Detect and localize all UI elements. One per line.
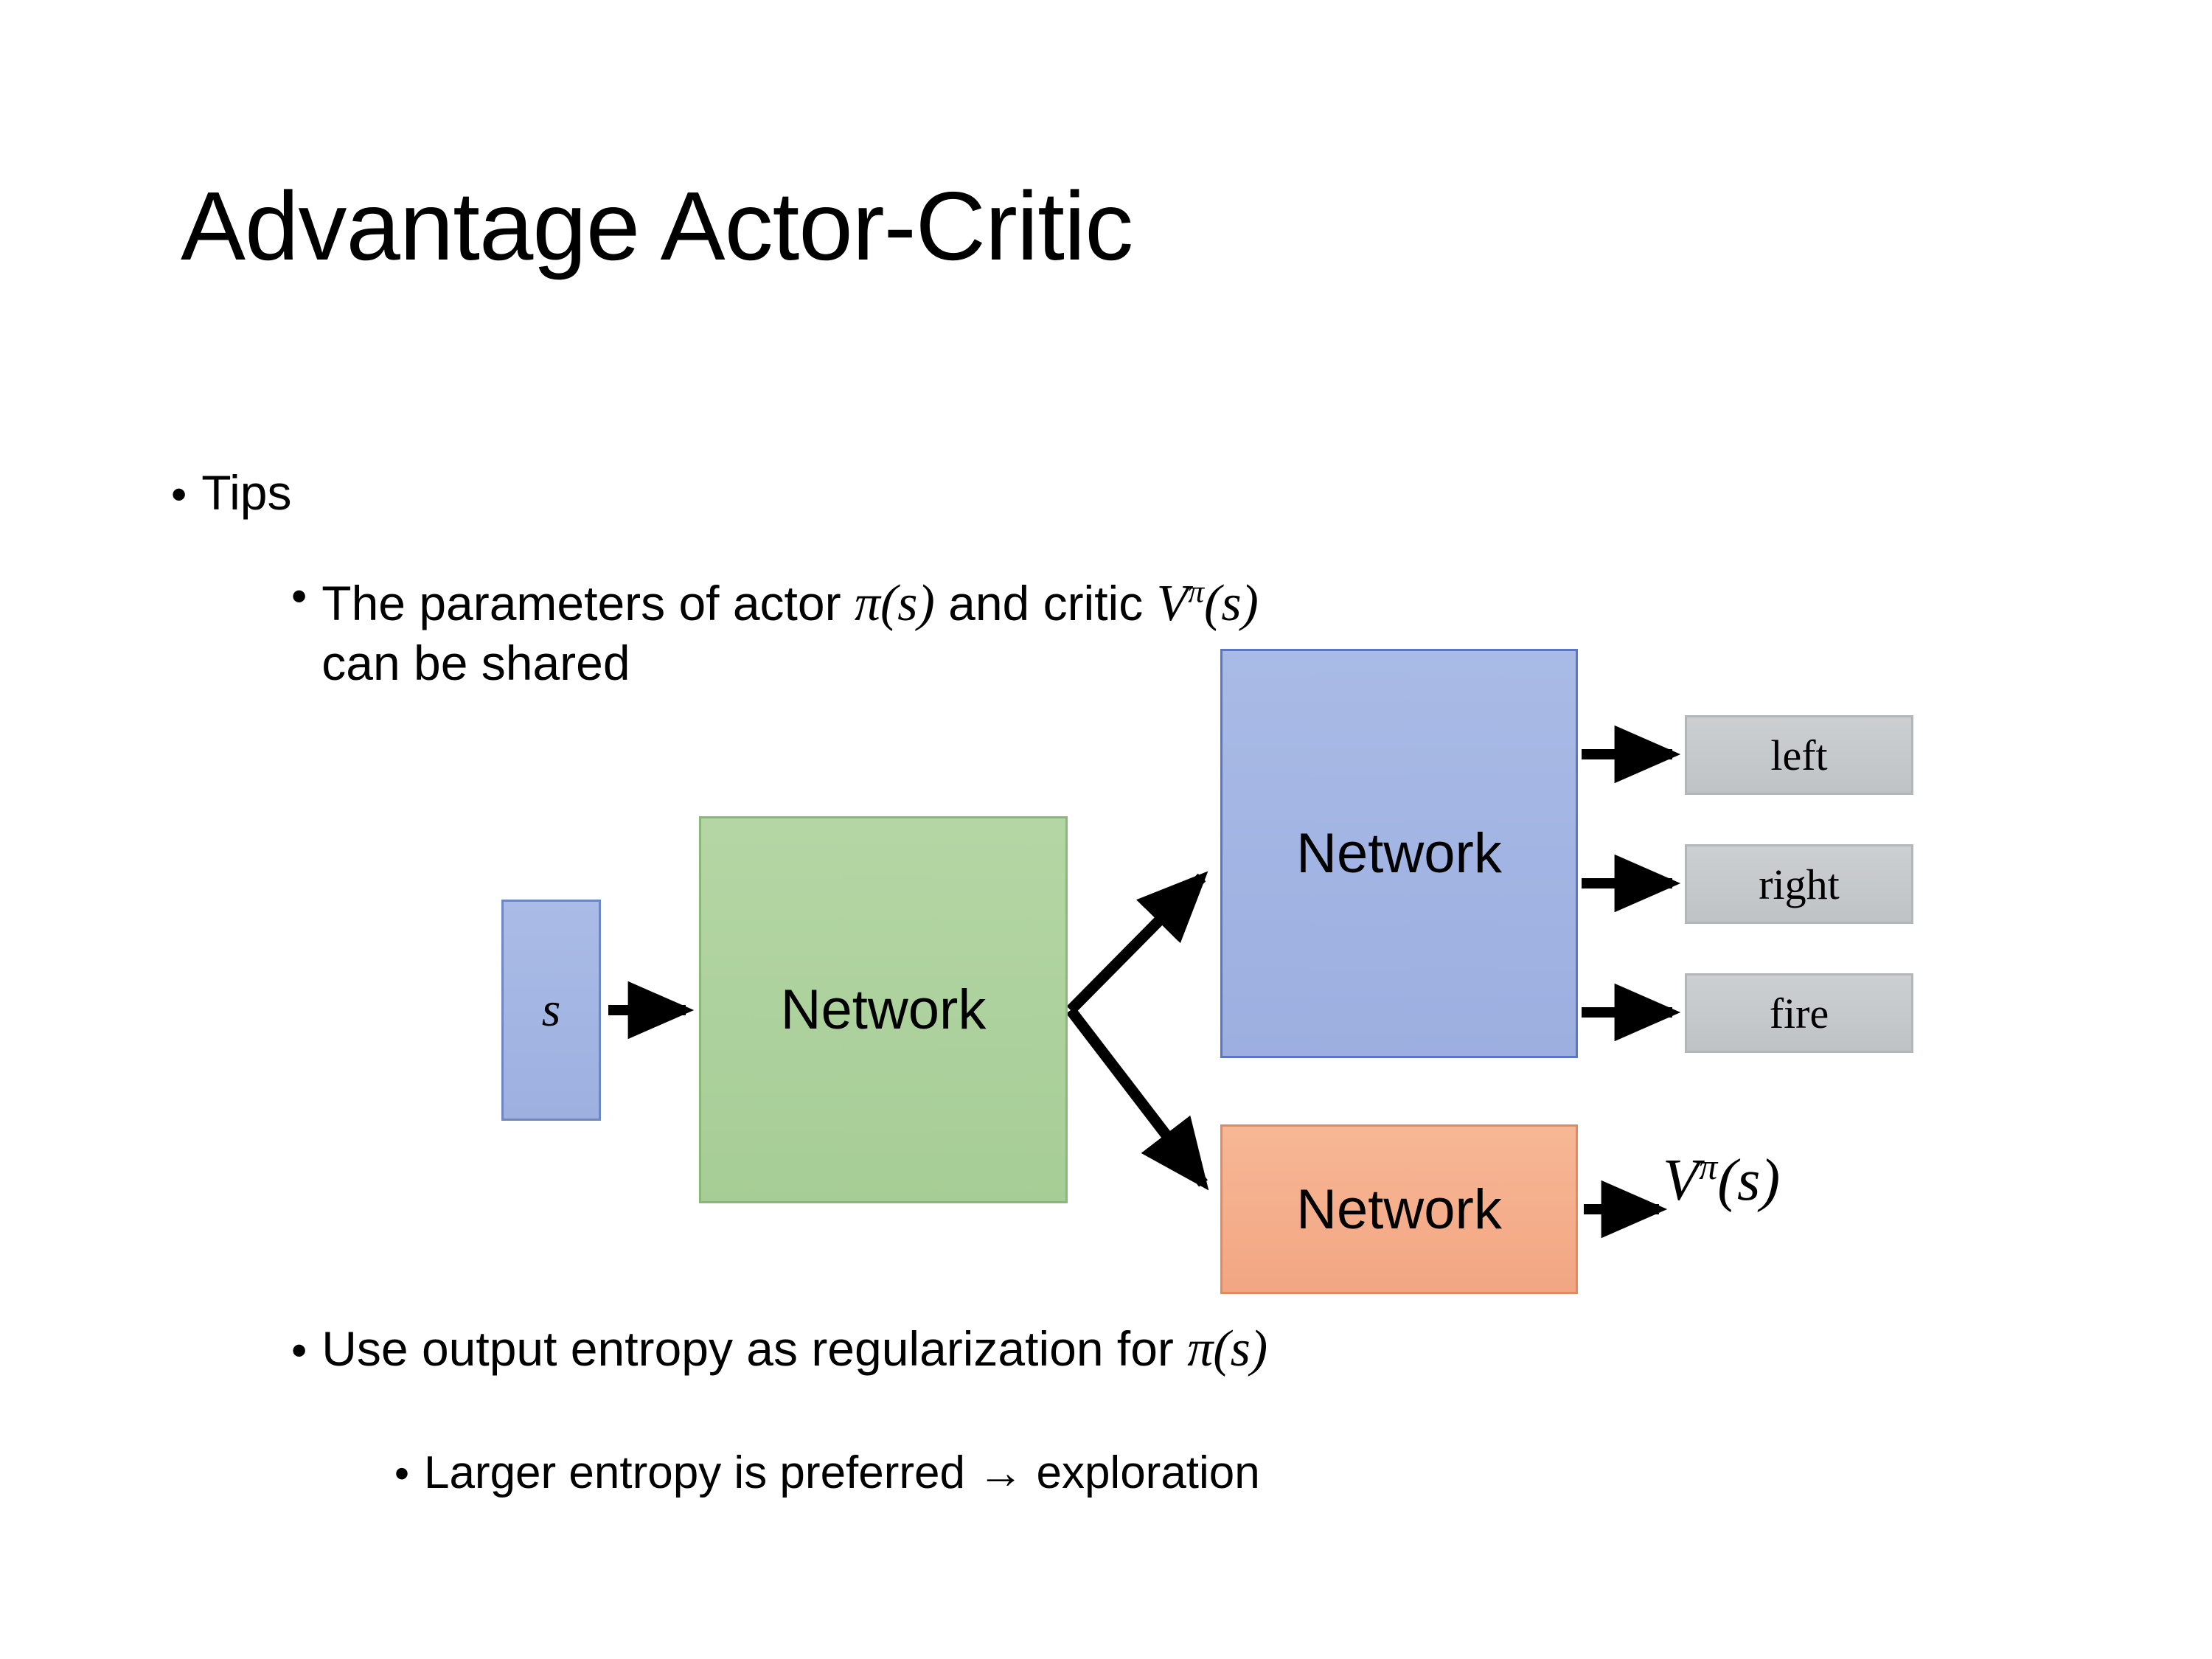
bullet-tips: • Tips	[171, 465, 292, 521]
math-critic-argument: (s)	[1204, 575, 1259, 632]
math-critic-base: V	[1156, 575, 1189, 632]
math-value-superscript: π	[1699, 1146, 1718, 1188]
critic-network-label: Network	[1296, 1178, 1502, 1241]
bullet-larger-entropy-label: Larger entropy is preferred → exploratio…	[423, 1447, 1260, 1498]
bullet-larger-entropy: • Larger entropy is preferred → explorat…	[394, 1447, 1260, 1499]
bullet-marker-icon: •	[291, 1325, 307, 1375]
action-output-left[interactable]: left	[1685, 715, 1913, 795]
shared-text-part2: and critic	[934, 576, 1157, 630]
shared-network-label: Network	[780, 978, 987, 1041]
bullet-marker-icon: •	[171, 469, 187, 519]
actor-critic-diagram: s Network Network Network left right fir…	[0, 649, 2212, 1327]
actor-network-label: Network	[1296, 822, 1502, 885]
bullet-tips-label: Tips	[201, 465, 292, 520]
state-input-box[interactable]: s	[501, 900, 601, 1121]
bullet-marker-icon: •	[394, 1450, 409, 1498]
math-critic-superscript: π	[1188, 574, 1205, 610]
arrow-shared-to-actor	[1066, 871, 1208, 1015]
critic-value-output: Vπ(s)	[1663, 1147, 1780, 1214]
math-value-function: Vπ(s)	[1663, 1147, 1780, 1213]
critic-network-box[interactable]: Network	[1220, 1124, 1578, 1294]
math-policy-pi: π(s)	[1187, 1321, 1268, 1377]
shared-text-part1: The parameters of actor	[321, 576, 855, 630]
math-value-argument: (s)	[1717, 1147, 1781, 1213]
arrow-shared-to-critic	[1066, 1006, 1209, 1191]
bullet-entropy-text: Use output entropy as regularization for…	[321, 1320, 1267, 1379]
state-label: s	[541, 983, 561, 1037]
math-value-base: V	[1663, 1147, 1700, 1213]
math-actor-policy: π(s)	[854, 575, 935, 632]
action-label-right: right	[1759, 860, 1840, 908]
action-output-fire[interactable]: fire	[1685, 973, 1913, 1053]
action-output-right[interactable]: right	[1685, 844, 1913, 924]
bullet-shared-text: The parameters of actor π(s) and critic …	[321, 574, 1259, 692]
page-title: Advantage Actor-Critic	[181, 172, 1133, 280]
shared-network-box[interactable]: Network	[699, 816, 1068, 1203]
bullet-entropy-regularization: • Use output entropy as regularization f…	[291, 1320, 1267, 1379]
bullet-marker-icon: •	[291, 571, 307, 621]
bullet-shared-parameters: • The parameters of actor π(s) and criti…	[291, 574, 1259, 692]
math-critic-value: Vπ(s)	[1157, 575, 1259, 632]
shared-text-line2: can be shared	[321, 635, 630, 690]
entropy-text-part1: Use output entropy as regularization for	[321, 1321, 1188, 1376]
action-label-fire: fire	[1769, 989, 1829, 1037]
actor-network-box[interactable]: Network	[1220, 649, 1578, 1058]
action-label-left: left	[1770, 731, 1828, 779]
